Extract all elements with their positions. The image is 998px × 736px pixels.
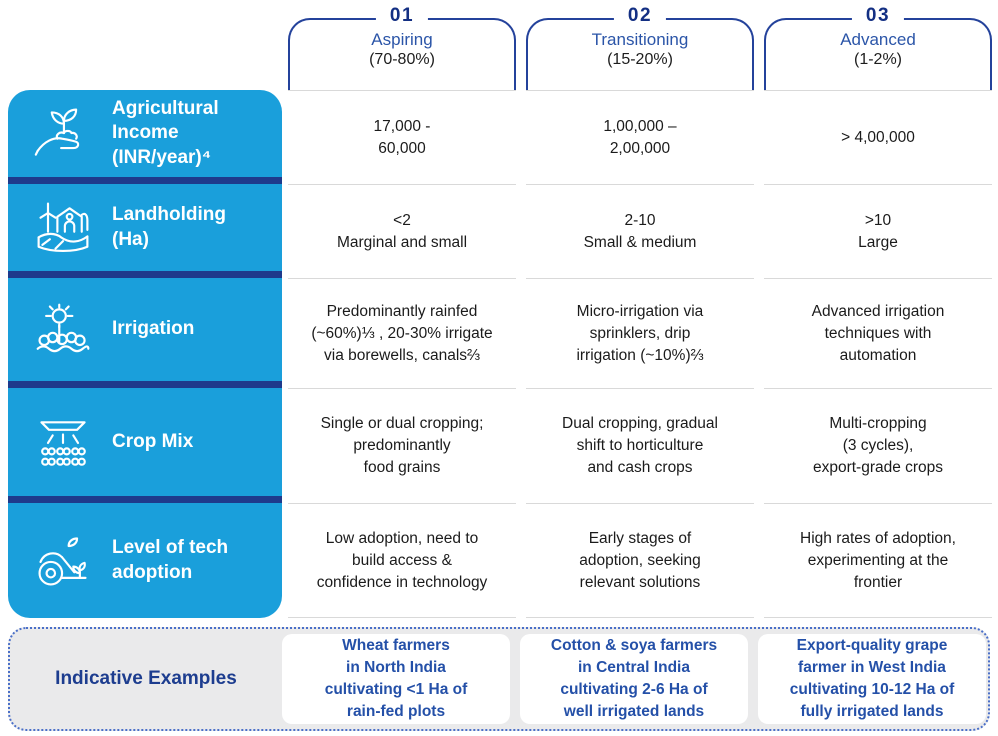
cell-landholding-aspiring: <2 Marginal and small [288, 184, 516, 278]
cell-irrigation-advanced: Advanced irrigation techniques with auto… [764, 278, 992, 388]
tractor-sprout-icon [28, 529, 98, 593]
column-header: 01 Aspiring (70-80%) [288, 0, 516, 90]
segment-columns: 01 Aspiring (70-80%) 17,000 - 60,000 <2 … [288, 0, 994, 618]
cell-tech-transitioning: Early stages of adoption, seeking releva… [526, 503, 754, 618]
segmentation-grid: Agricultural Income (INR/year)⁴ [8, 0, 994, 618]
cell-tech-advanced: High rates of adoption, experimenting at… [764, 503, 992, 618]
cell-landholding-advanced: >10 Large [764, 184, 992, 278]
column-advanced: 03 Advanced (1-2%) > 4,00,000 >10 Large … [764, 0, 992, 618]
column-name: Aspiring [371, 30, 433, 49]
row-label-text: Irrigation [112, 318, 195, 340]
row-separator [8, 496, 282, 503]
example-aspiring: Wheat farmers in North India cultivating… [282, 634, 510, 724]
row-label-landholding: Landholding (Ha) [8, 184, 282, 271]
indicative-examples-title: Indicative Examples [55, 668, 237, 689]
column-number: 03 [851, 5, 905, 27]
cell-cropmix-transitioning: Dual cropping, gradual shift to horticul… [526, 388, 754, 503]
row-label-text: Crop Mix [112, 430, 194, 452]
row-separator [8, 381, 282, 388]
example-transitioning: Cotton & soya farmers in Central India c… [520, 634, 748, 724]
farm-windmill-icon [28, 196, 98, 260]
row-label-text: Landholding (Ha) [112, 204, 226, 250]
column-aspiring: 01 Aspiring (70-80%) 17,000 - 60,000 <2 … [288, 0, 516, 618]
column-header: 03 Advanced (1-2%) [764, 0, 992, 90]
column-transitioning: 02 Transitioning (15-20%) 1,00,000 – 2,0… [526, 0, 754, 618]
column-bracket: 01 Aspiring (70-80%) [288, 5, 516, 90]
cell-income-advanced: > 4,00,000 [764, 90, 992, 184]
row-separator [8, 177, 282, 184]
cell-income-aspiring: 17,000 - 60,000 [288, 90, 516, 184]
cell-income-transitioning: 1,00,000 – 2,00,000 [526, 90, 754, 184]
column-bracket: 03 Advanced (1-2%) [764, 5, 992, 90]
row-label-text: Level of tech adoption [112, 537, 229, 583]
column-bracket: 02 Transitioning (15-20%) [526, 5, 754, 90]
row-label-tech-adoption: Level of tech adoption [8, 503, 282, 618]
sun-over-field-icon [28, 298, 98, 362]
column-header: 02 Transitioning (15-20%) [526, 0, 754, 90]
row-separator [8, 271, 282, 278]
row-label-agricultural-income: Agricultural Income (INR/year)⁴ [8, 90, 282, 177]
cell-tech-aspiring: Low adoption, need to build access & con… [288, 503, 516, 618]
seed-spreader-icon [28, 410, 98, 474]
cell-cropmix-aspiring: Single or dual cropping; predominantly f… [288, 388, 516, 503]
example-advanced: Export-quality grape farmer in West Indi… [758, 634, 986, 724]
row-label-irrigation: Irrigation [8, 278, 282, 381]
column-name: Transitioning [591, 30, 689, 49]
cell-irrigation-aspiring: Predominantly rainfed (~60%)⅓ , 20-30% i… [288, 278, 516, 388]
hand-seedling-icon [28, 102, 98, 166]
column-share: (1-2%) [853, 51, 902, 68]
indicative-examples-section: Indicative Examples Wheat farmers in Nor… [8, 627, 990, 731]
cell-cropmix-advanced: Multi-cropping (3 cycles), export-grade … [764, 388, 992, 503]
cell-irrigation-transitioning: Micro-irrigation via sprinklers, drip ir… [526, 278, 754, 388]
column-share: (70-80%) [369, 51, 435, 68]
cell-landholding-transitioning: 2-10 Small & medium [526, 184, 754, 278]
row-label-crop-mix: Crop Mix [8, 388, 282, 496]
row-label-text: Agricultural Income (INR/year)⁴ [112, 98, 219, 168]
row-labels-column: Agricultural Income (INR/year)⁴ [8, 90, 282, 618]
column-number: 02 [613, 5, 667, 27]
column-number: 01 [375, 5, 429, 27]
column-share: (15-20%) [607, 51, 673, 68]
column-name: Advanced [840, 30, 916, 49]
